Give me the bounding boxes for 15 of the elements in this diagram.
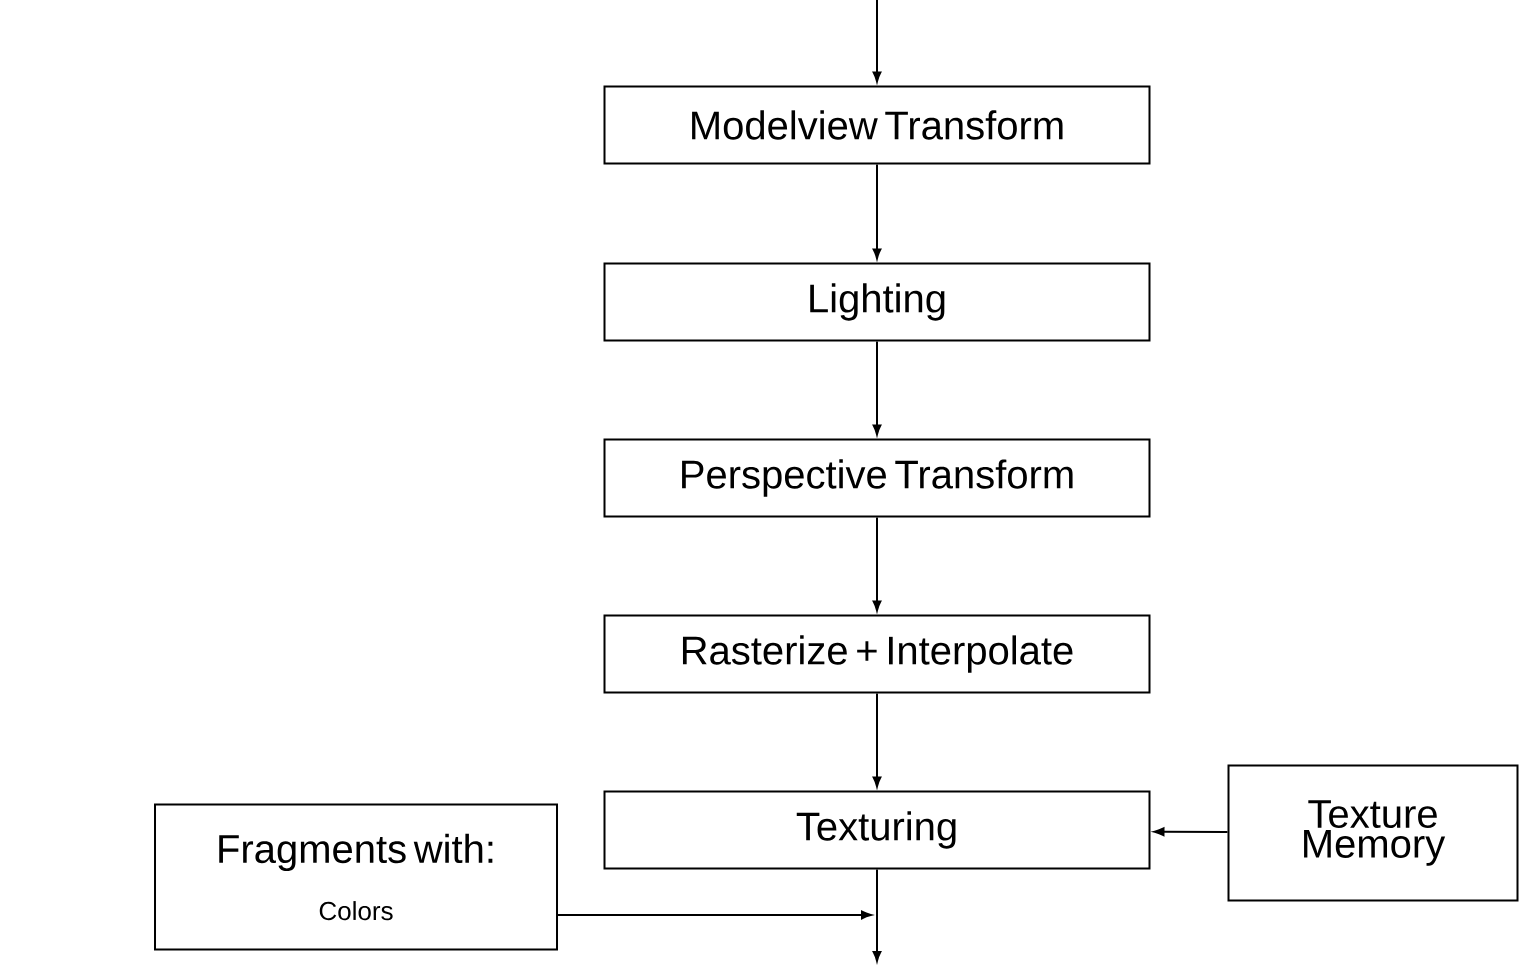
process-box: Texture Memory	[1227, 764, 1519, 902]
arrow	[872, 0, 882, 83]
process-box: Modelview Transform	[603, 85, 1151, 165]
process-box: Texturing	[603, 790, 1151, 870]
process-box: Perspective Transform	[603, 438, 1151, 518]
process-box: Rasterize + Interpolate	[603, 614, 1151, 694]
arrow	[872, 516, 882, 612]
arrow	[557, 910, 872, 920]
arrow	[872, 340, 882, 436]
arrow	[872, 692, 882, 788]
arrow	[872, 163, 882, 260]
process-box: Lighting	[603, 262, 1151, 342]
arrow	[872, 868, 882, 962]
process-box: Fragments with: Colors	[154, 803, 558, 951]
arrow	[1153, 827, 1229, 837]
